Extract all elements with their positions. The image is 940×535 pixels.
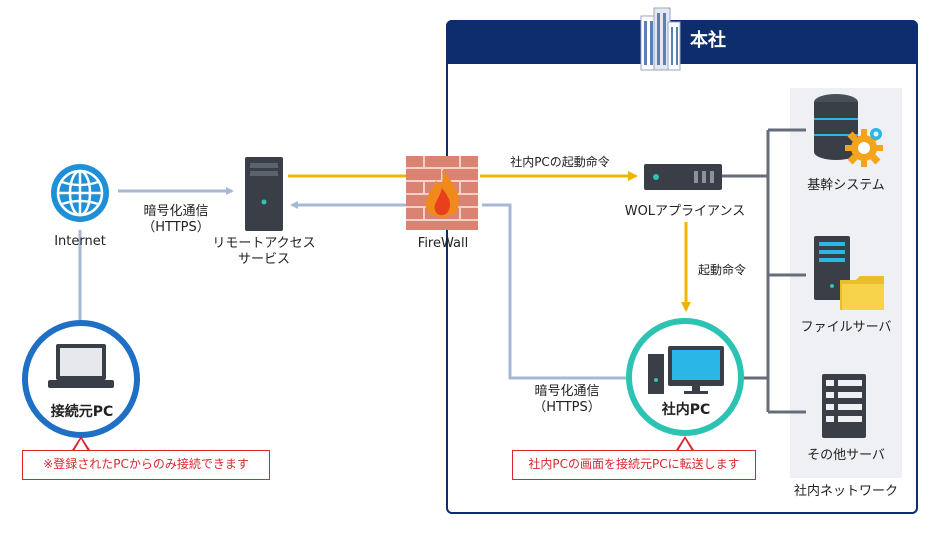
firewall-label: FireWall bbox=[417, 236, 469, 251]
headquarters-header bbox=[446, 20, 918, 64]
other-server-label: その他サーバ bbox=[807, 448, 885, 463]
file-server-label: ファイルサーバ bbox=[800, 320, 892, 335]
https-label-2-line1: 暗号化通信 bbox=[534, 384, 600, 399]
laptop-icon bbox=[48, 344, 114, 388]
office-pc-note: 社内PCの画面を接続元PCに転送します bbox=[512, 450, 756, 480]
client-pc-note: ※登録されたPCからのみ接続できます bbox=[22, 450, 270, 480]
folder-icon bbox=[840, 276, 884, 310]
headquarters-title: 本社 bbox=[690, 30, 726, 51]
wol-label: WOLアプライアンス bbox=[624, 204, 746, 219]
wol-appliance-icon bbox=[644, 164, 722, 190]
globe-icon bbox=[51, 164, 109, 222]
office-pc-note-tail-inner bbox=[678, 439, 692, 451]
office-pc-label: 社内PC bbox=[661, 402, 711, 418]
network-label: 社内ネットワーク bbox=[793, 484, 898, 499]
small-gear-icon bbox=[870, 128, 882, 140]
building-icon bbox=[640, 7, 681, 71]
https-label-1: 暗号化通信 （HTTPS） bbox=[116, 204, 236, 236]
remote-access-label-line1: リモートアクセス bbox=[212, 236, 316, 251]
client-pc-note-tail-inner bbox=[74, 439, 88, 451]
boot-command-label: 社内PCの起動命令 bbox=[510, 155, 610, 169]
https-label-2-line2: （HTTPS） bbox=[533, 400, 601, 415]
wake-command-label: 起動命令 bbox=[697, 263, 746, 277]
client-pc-ring bbox=[22, 320, 140, 438]
tower-server-icon bbox=[245, 157, 283, 231]
rack-server-icon bbox=[822, 374, 866, 438]
internet-label: Internet bbox=[54, 234, 106, 249]
remote-access-label-line2: サービス bbox=[237, 252, 290, 267]
client-pc-label: 接続元PC bbox=[50, 404, 114, 420]
https-label-2: 暗号化通信 （HTTPS） bbox=[512, 384, 622, 416]
firewall-icon bbox=[406, 156, 478, 230]
desktop-pc-icon bbox=[648, 346, 724, 394]
pc-to-firewall-line bbox=[482, 203, 626, 380]
https-label-1-line1: 暗号化通信 bbox=[143, 204, 209, 219]
office-pc-ring bbox=[626, 318, 744, 436]
core-system-label: 基幹システム bbox=[807, 178, 885, 193]
https-label-1-line2: （HTTPS） bbox=[142, 220, 210, 235]
remote-access-label: リモートアクセス サービス bbox=[194, 236, 334, 268]
